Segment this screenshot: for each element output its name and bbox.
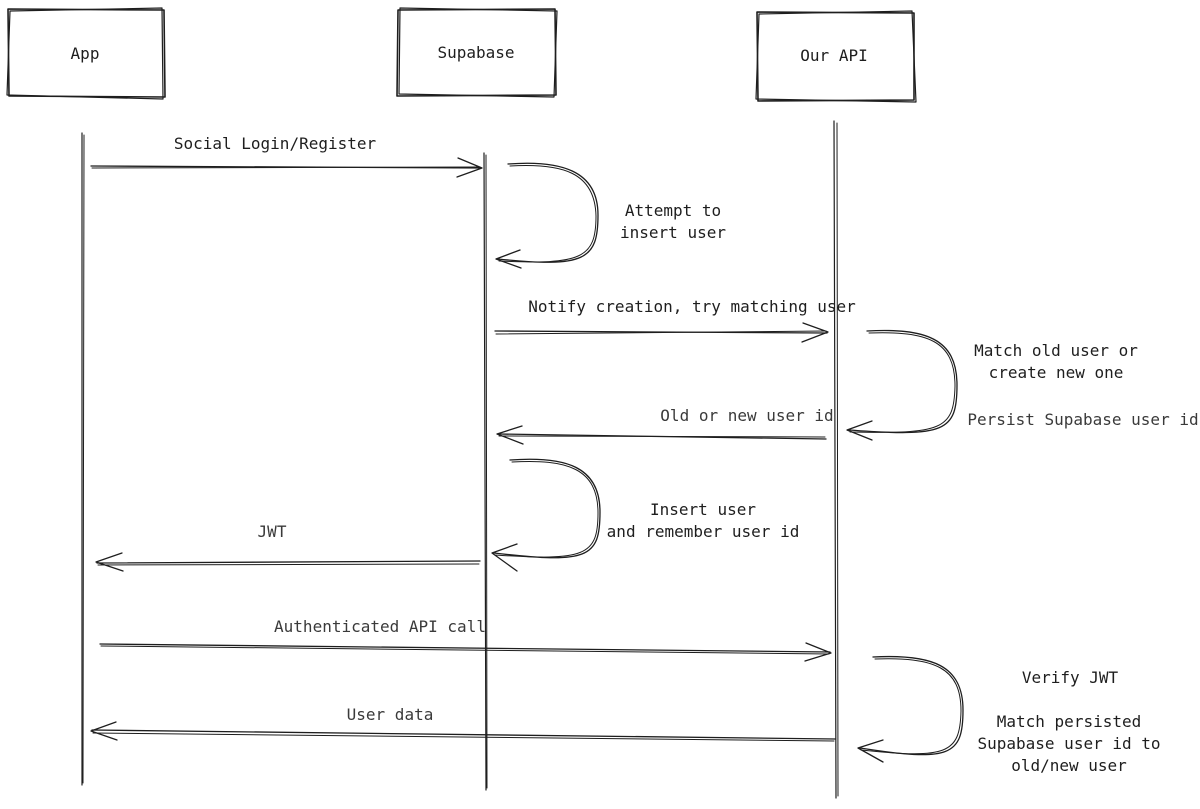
lifeline-app bbox=[81, 132, 85, 786]
self-loop-verify-jwt bbox=[857, 655, 964, 763]
message-jwt-label: JWT bbox=[258, 522, 287, 541]
message-social-login-label: Social Login/Register bbox=[174, 134, 377, 153]
note-match-persisted-line-2: Supabase user id to bbox=[977, 734, 1160, 753]
note-insert-line-1: Insert user bbox=[650, 500, 756, 519]
note-match-line-2: create new one bbox=[989, 363, 1124, 382]
message-authenticated-call: Authenticated API call bbox=[99, 617, 832, 662]
note-match-line-1: Match old user or bbox=[974, 341, 1138, 360]
note-match-persisted-line-1: Match persisted bbox=[997, 712, 1142, 731]
note-attempt-line-2: insert user bbox=[620, 223, 726, 242]
message-authenticated-label: Authenticated API call bbox=[274, 617, 486, 636]
message-notify-label: Notify creation, try matching user bbox=[528, 297, 856, 316]
participant-our-api-label: Our API bbox=[800, 46, 867, 65]
note-verify: Verify JWT bbox=[1022, 668, 1119, 687]
note-persist: Persist Supabase user id bbox=[967, 410, 1198, 429]
message-old-or-new-label: Old or new user id bbox=[660, 406, 833, 425]
note-match-persisted-line-3: old/new user bbox=[1011, 756, 1127, 775]
lifeline-our-api bbox=[833, 120, 839, 799]
self-loop-match-user bbox=[846, 329, 958, 441]
participant-app: App bbox=[6, 7, 166, 100]
message-user-data-label: User data bbox=[347, 705, 434, 724]
message-jwt: JWT bbox=[95, 522, 481, 572]
message-social-login: Social Login/Register bbox=[90, 134, 483, 178]
note-verify-jwt: Verify JWT Match persisted Supabase user… bbox=[977, 668, 1160, 775]
self-loop-insert-user bbox=[491, 458, 601, 572]
participant-our-api: Our API bbox=[755, 10, 917, 103]
message-notify-creation: Notify creation, try matching user bbox=[494, 297, 856, 343]
participant-app-label: App bbox=[71, 44, 100, 63]
self-loop-attempt-insert bbox=[495, 162, 599, 269]
message-old-or-new-id: Old or new user id bbox=[496, 406, 834, 445]
note-insert-user: Insert user and remember user id bbox=[607, 500, 800, 541]
note-insert-line-2: and remember user id bbox=[607, 522, 800, 541]
note-attempt-insert: Attempt to insert user bbox=[620, 201, 726, 242]
message-user-data: User data bbox=[90, 705, 836, 742]
note-match-user: Match old user or create new one Persist… bbox=[967, 341, 1198, 429]
participant-supabase-label: Supabase bbox=[437, 43, 514, 62]
participant-supabase: Supabase bbox=[396, 7, 558, 98]
lifeline-supabase bbox=[483, 152, 488, 791]
note-attempt-line-1: Attempt to bbox=[625, 201, 721, 220]
